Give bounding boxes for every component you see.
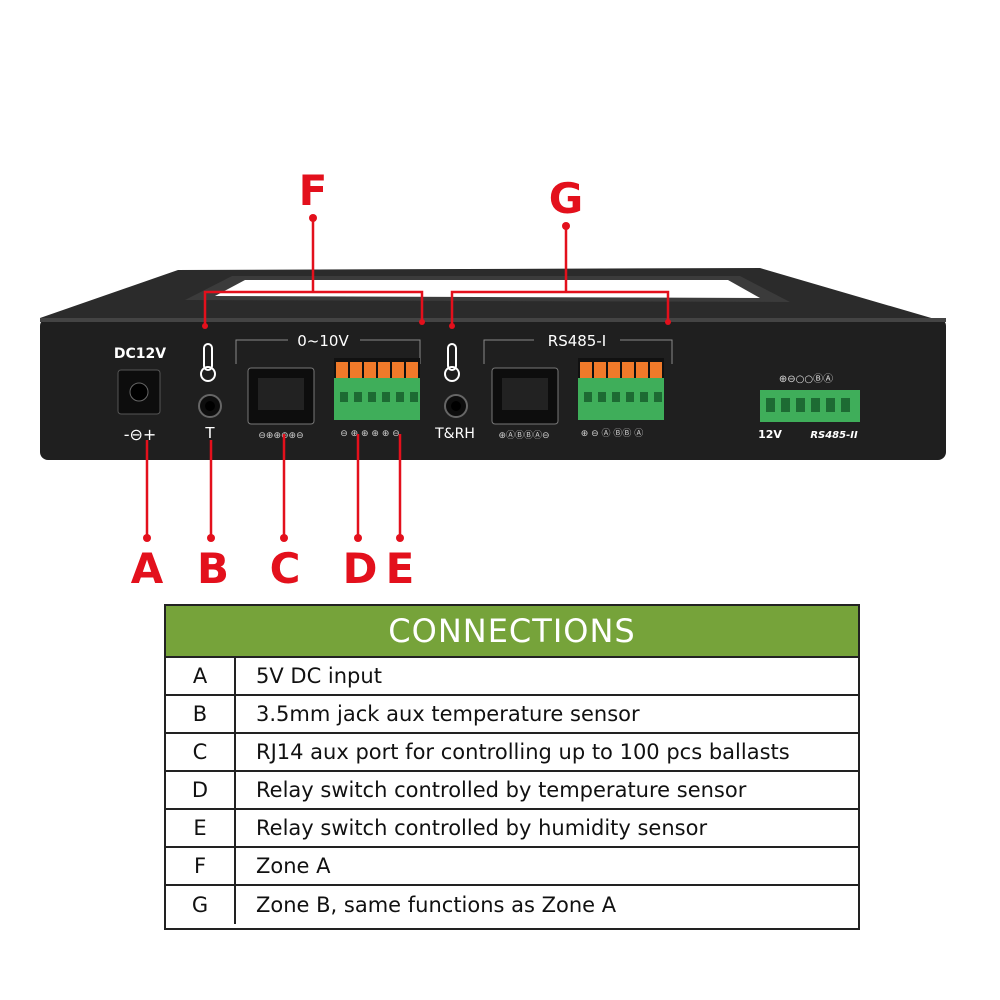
thermometer-icon [444,343,460,382]
table-row: F Zone A [166,848,858,886]
row-letter: B [166,696,236,732]
table-row: D Relay switch controlled by temperature… [166,772,858,810]
callout-g: G [548,174,584,223]
thermometer-icon [200,343,216,382]
callout-b: B [196,544,229,593]
row-description: Zone B, same functions as Zone A [256,893,617,917]
row-description: Relay switch controlled by temperature s… [256,778,747,802]
trh-label: T&RH [434,426,475,442]
dc-label: DC12V [114,346,166,362]
table-row: C RJ14 aux port for controlling up to 10… [166,734,858,772]
svg-text:⊕⊖○○ⒷⒶ: ⊕⊖○○ⒷⒶ [779,373,833,385]
terminal-block-zone-a[interactable] [334,358,420,420]
row-description: Zone A [256,854,331,878]
t-label: T [204,424,215,442]
v12-label: 12V [758,428,782,441]
terminal-block-rs485-2[interactable] [760,390,860,422]
polarity-label: -⊖+ [124,425,157,444]
callout-d: D [342,544,378,593]
table-header: CONNECTIONS [166,606,858,658]
row-description: 3.5mm jack aux temperature sensor [256,702,640,726]
device-illustration: DC12V -⊖+ T 0~10V ⊖⊕⊕⊕⊕⊖ ⊖ ⊕ ⊕ ⊕ ⊕ ⊖ [40,214,946,542]
svg-text:⊖⊕⊕⊕⊕⊖: ⊖⊕⊕⊕⊕⊖ [258,431,303,441]
svg-text:⊕ⒶⒷⒷⒶ⊖: ⊕ⒶⒷⒷⒶ⊖ [498,430,549,441]
analog-label: 0~10V [297,332,349,350]
callout-c: C [269,544,301,593]
terminal-block-zone-b[interactable] [578,358,664,420]
svg-text:⊖ ⊕ ⊕ ⊕ ⊕ ⊖: ⊖ ⊕ ⊕ ⊕ ⊕ ⊖ [340,429,400,439]
callout-f: F [298,166,328,215]
row-letter: G [166,886,236,924]
row-letter: A [166,658,236,694]
row-letter: C [166,734,236,770]
table-row: E Relay switch controlled by humidity se… [166,810,858,848]
row-description: RJ14 aux port for controlling up to 100 … [256,740,790,764]
svg-text:⊕ ⊖ Ⓐ ⒷⒷ Ⓐ: ⊕ ⊖ Ⓐ ⒷⒷ Ⓐ [581,428,644,439]
callout-a: A [130,544,164,593]
table-row: A 5V DC input [166,658,858,696]
row-description: Relay switch controlled by humidity sens… [256,816,708,840]
table-row: B 3.5mm jack aux temperature sensor [166,696,858,734]
callout-lines [145,218,670,538]
device-screen-window [215,280,760,298]
callout-e: E [385,544,415,593]
row-description: 5V DC input [256,664,382,688]
row-letter: E [166,810,236,846]
rs485-1-label: RS485-I [548,332,606,350]
connections-table: CONNECTIONS A 5V DC input B 3.5mm jack a… [164,604,860,930]
rs485-2-label: RS485-II [810,430,858,441]
row-letter: D [166,772,236,808]
table-row: G Zone B, same functions as Zone A [166,886,858,924]
row-letter: F [166,848,236,884]
